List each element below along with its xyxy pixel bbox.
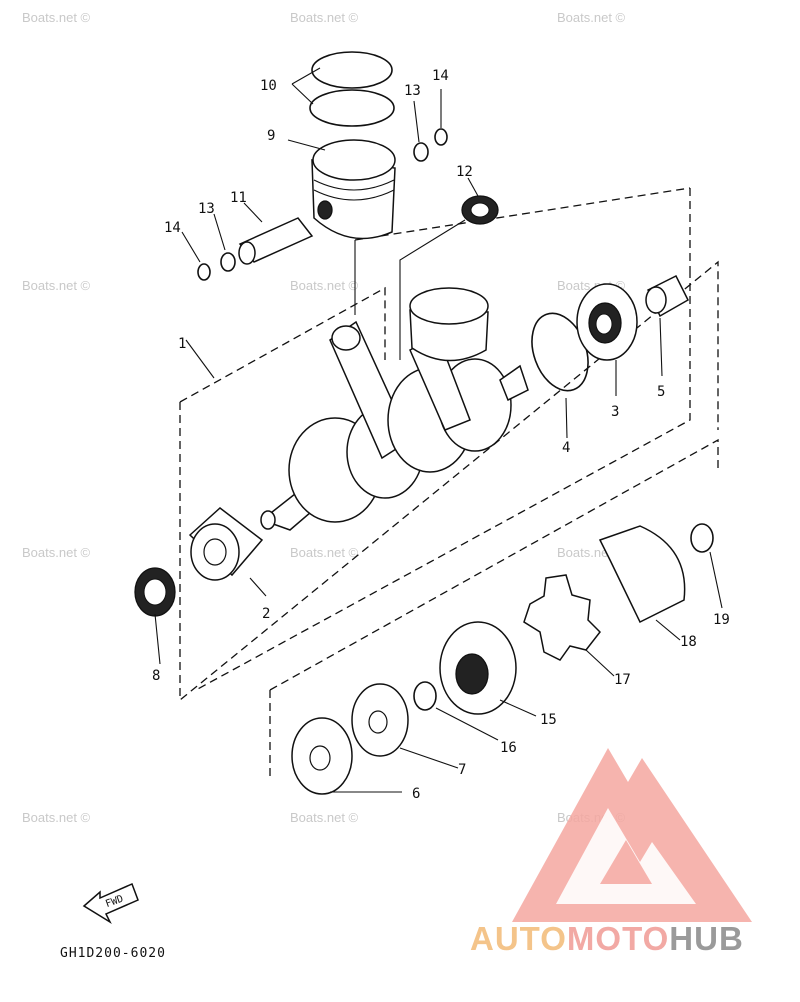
bearing-2-bore [203,538,227,566]
right-bearings [531,274,689,439]
callout-10: 10 [260,78,277,94]
crank-taper-tip [260,510,276,530]
watermark: Boats.net © [22,810,91,825]
callout-1: 1 [178,336,186,352]
group-frames [179,187,719,780]
left-leaders [154,577,267,665]
piston-skirt [311,159,396,240]
watermarks: Boats.net © Boats.net © Boats.net © Boat… [22,10,626,825]
callout-12: 12 [456,164,473,180]
crankshaft-assembly [185,287,529,531]
circlip-left-13 [220,252,236,272]
watermark: Boats.net © [22,545,91,560]
callout-19: 19 [713,612,730,628]
circlip-right-13 [413,142,429,162]
washer-right-14 [434,128,448,146]
collar-5-face [645,286,667,314]
watermark: Boats.net © [557,10,626,25]
callout-4: 4 [562,440,570,456]
watermark: Boats.net © [290,10,359,25]
brand-part-hub: HUB [669,920,744,957]
brand-wordmark: AUTOMOTOHUB [470,920,744,958]
left-bearings [134,507,267,665]
callout-16: 16 [500,740,517,756]
callout-13-right: 13 [404,83,421,99]
coupling-leaders [330,551,723,793]
callout-18: 18 [680,634,697,650]
washer-left-14 [197,263,211,281]
frame-crank-top [179,286,386,403]
plate-6-hole [309,745,331,771]
piston-installed-crown [409,287,489,325]
coupling-half-18 [598,525,686,624]
piston-pin-boss [317,200,333,220]
right-leaders [565,317,663,439]
brand-triangle-core [600,840,652,884]
leader-1 [185,339,215,379]
washer-19 [690,523,714,553]
coupling-hub-boss [455,653,489,695]
drawing-code: GH1D200-6020 [60,946,166,961]
callout-6: 6 [412,786,420,802]
rubber-damper-17 [523,574,601,661]
plate-7-hole [368,710,388,734]
watermark: Boats.net © [290,810,359,825]
assembly-guide-lines [354,219,466,360]
piston-rings [291,51,395,127]
frame-crank-assembly [179,260,719,702]
callout-2: 2 [262,606,270,622]
brand-part-moto: MOTO [566,920,670,957]
callout-9: 9 [267,128,275,144]
coupling-parts [291,523,723,795]
needle-bearing-bore [470,202,490,218]
callout-11: 11 [230,190,247,206]
pin-leaders [181,89,442,263]
callout-5: 5 [657,384,665,400]
oil-seal-8-bore [143,578,167,606]
piston-ring-lower [309,89,395,127]
piston-crown [312,139,396,181]
callout-labels: 1 2 3 4 5 6 7 8 9 10 11 12 13 13 14 14 1… [152,68,730,802]
conrod-small-end [331,325,361,351]
leader-10 [291,67,321,105]
piston-ring-upper [311,51,393,89]
piston-installed-skirt [409,309,489,362]
piston [287,139,396,240]
fwd-arrow: FWD [82,882,139,925]
leader-9 [287,139,326,151]
piston-ring-grooves [313,179,395,201]
callout-14-left: 14 [164,220,181,236]
callout-8: 8 [152,668,160,684]
watermark: Boats.net © [22,10,91,25]
brand-logo-icon [512,748,752,922]
bearing-3-bore [595,313,613,335]
callout-7: 7 [458,762,466,778]
needle-bearing [354,177,499,360]
piston-pin-end [238,241,256,265]
frame-crank-right [195,188,691,691]
callout-14-right: 14 [432,68,449,84]
watermark: Boats.net © [290,278,359,293]
frame-piston-link [354,187,691,241]
leader-12 [467,177,479,197]
watermark: Boats.net © [290,545,359,560]
o-ring-16 [413,681,437,711]
brand-part-auto: AUTO [470,920,567,957]
callout-3: 3 [611,404,619,420]
fwd-arrow-icon [82,882,139,925]
watermark: Boats.net © [22,278,91,293]
crank-output-shaft [499,364,529,402]
callout-17: 17 [614,672,631,688]
frame-coupling [269,438,719,780]
piston-pin-group [181,89,448,281]
callout-15: 15 [540,712,557,728]
callout-13-left: 13 [198,201,215,217]
